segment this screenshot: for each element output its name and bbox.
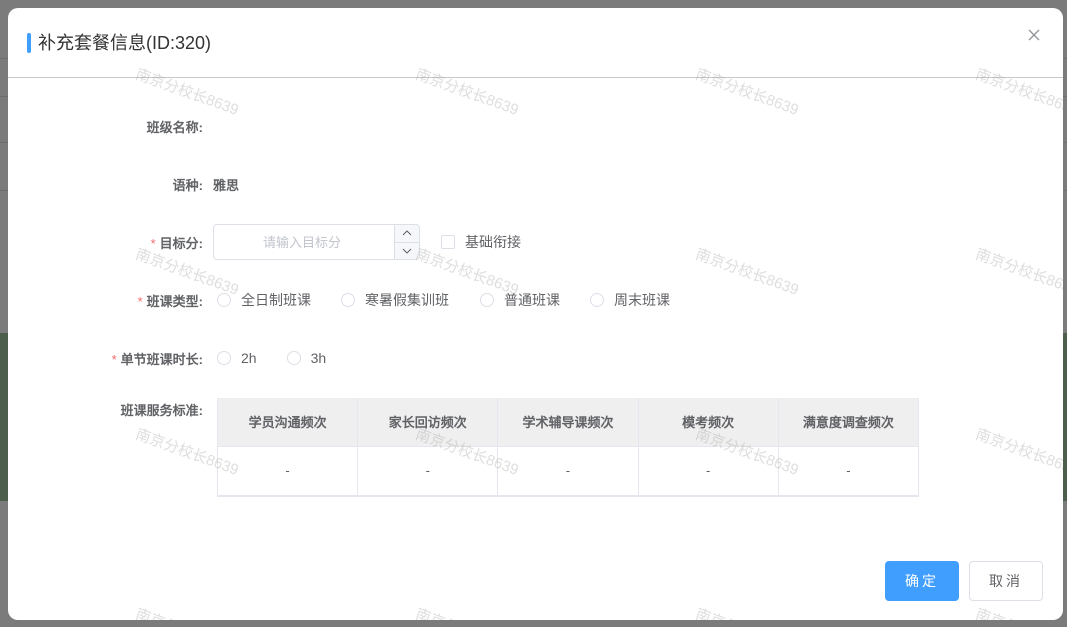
watermark: 南京分校长8639 [973, 425, 1063, 479]
radio-circle[interactable] [217, 293, 231, 307]
class-name-label: 班级名称: [146, 119, 203, 135]
table-cell: - [357, 445, 499, 497]
close-icon [1028, 29, 1040, 41]
basic-bridging-checkbox[interactable]: 基础衔接 [441, 232, 521, 252]
required-mark: * [111, 351, 117, 367]
decrease-button[interactable] [395, 241, 419, 260]
language-label: 语种: [172, 177, 203, 193]
class-type-option-regular[interactable]: 普通班课 [480, 290, 560, 310]
radio-circle[interactable] [217, 351, 231, 365]
dialog-header: 补充套餐信息(ID:320) [8, 8, 1063, 78]
column-header: 家长回访频次 [357, 398, 499, 446]
column-header: 学术辅导课频次 [497, 398, 639, 446]
table-row: - - - - - [216, 445, 920, 497]
dialog-title: 补充套餐信息(ID:320) [38, 33, 212, 53]
stepper-controls [394, 225, 419, 259]
class-name-row: 班级名称: [8, 108, 213, 144]
class-type-label: *班课类型: [137, 293, 203, 309]
class-type-option-fulltime[interactable]: 全日制班课 [217, 290, 311, 310]
target-score-row: *目标分: 基础衔接 [8, 224, 521, 260]
target-score-label: *目标分: [150, 235, 203, 251]
chevron-up-icon [402, 230, 412, 236]
class-type-option-weekend[interactable]: 周末班课 [590, 290, 670, 310]
language-row: 语种: 雅思 [8, 166, 239, 202]
service-standard-table: 学员沟通频次 家长回访频次 学术辅导课频次 模考频次 满意度调查频次 - - -… [216, 398, 920, 497]
basic-bridging-label: 基础衔接 [465, 234, 521, 250]
radio-circle[interactable] [286, 351, 301, 365]
close-button[interactable] [1025, 26, 1043, 44]
chevron-down-icon [402, 248, 412, 254]
session-length-option-2h[interactable]: 2h [217, 350, 257, 366]
session-length-row: *单节班课时长: 2h 3h [8, 340, 327, 376]
service-standard-label: 班课服务标准: [120, 403, 203, 418]
watermark: 南京分校长8639 [133, 603, 242, 620]
title-accent-bar [27, 33, 31, 53]
column-header: 学员沟通频次 [216, 398, 359, 446]
cancel-button[interactable]: 取消 [969, 561, 1043, 601]
required-mark: * [150, 235, 156, 251]
class-type-row: *班课类型: 全日制班课 寒暑假集训班 普通班课 周末班课 [8, 282, 670, 318]
checkbox-box[interactable] [441, 235, 455, 249]
service-standard-row: 班课服务标准: [8, 398, 213, 434]
class-type-option-holiday[interactable]: 寒暑假集训班 [341, 290, 449, 310]
target-score-stepper [213, 224, 420, 260]
radio-circle[interactable] [341, 293, 355, 307]
column-header: 满意度调查频次 [778, 398, 920, 446]
confirm-button[interactable]: 确定 [885, 561, 959, 601]
session-length-label: *单节班课时长: [111, 351, 203, 367]
session-length-option-3h[interactable]: 3h [286, 350, 326, 366]
supplement-package-dialog: 补充套餐信息(ID:320) 班级名称: 语种: 雅思 *目标分: [8, 8, 1063, 620]
language-value: 雅思 [213, 177, 240, 193]
increase-button[interactable] [395, 225, 419, 242]
table-header-row: 学员沟通频次 家长回访频次 学术辅导课频次 模考频次 满意度调查频次 [216, 398, 920, 446]
table-cell: - [497, 445, 639, 497]
radio-circle[interactable] [480, 293, 494, 307]
watermark: 南京分校长8639 [413, 603, 522, 620]
watermark: 南京分校长8639 [693, 245, 801, 299]
required-mark: * [137, 293, 143, 309]
table-cell: - [778, 445, 920, 497]
watermark: 南京分校长8639 [973, 245, 1063, 299]
target-score-input[interactable] [214, 225, 394, 259]
radio-circle[interactable] [590, 293, 604, 307]
watermark: 南京分校长8639 [693, 603, 802, 620]
table-cell: - [216, 445, 359, 497]
column-header: 模考频次 [638, 398, 779, 446]
table-cell: - [638, 445, 779, 497]
watermark: 南京分校长8639 [973, 603, 1063, 620]
